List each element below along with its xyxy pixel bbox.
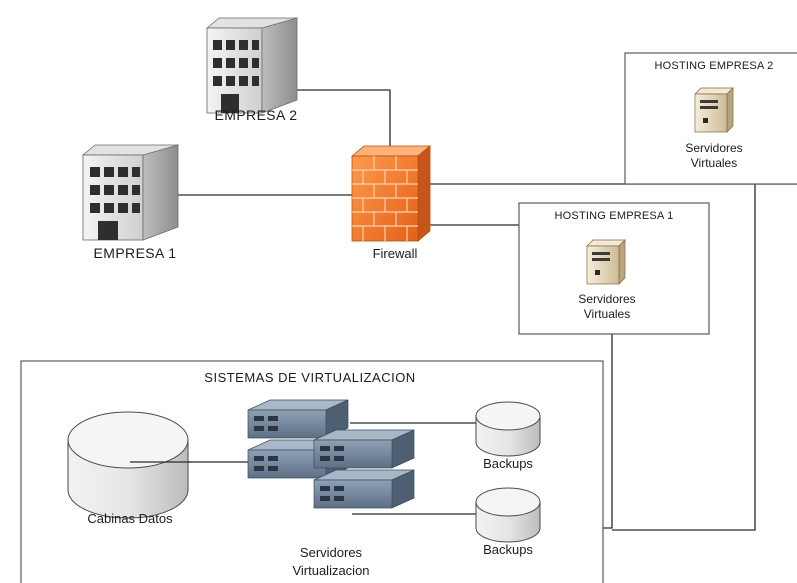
server-tower-icon — [694, 87, 734, 133]
link-empresa2-firewall — [265, 89, 391, 160]
hosting-empresa1-title: HOSTING EMPRESA 1 — [554, 210, 674, 222]
server-rack-icon — [247, 399, 415, 509]
hosting-empresa2-title: HOSTING EMPRESA 2 — [654, 60, 774, 72]
backups-bottom-label: Backups — [483, 542, 533, 557]
building-icon — [205, 17, 299, 114]
empresa2-label: EMPRESA 2 — [214, 107, 298, 123]
link-hosting1-virtualizacion — [603, 334, 613, 529]
cabinas-datos-label: Cabinas Datos — [87, 511, 173, 526]
rack-server-unit — [313, 469, 415, 509]
hosting-empresa1-server-label: Servidores Virtuales — [578, 292, 636, 321]
hosting-empresa2-box — [624, 52, 797, 185]
disk-storage-icon — [67, 411, 189, 519]
link-hosting2-virtualizacion — [612, 184, 756, 531]
backups-top-label: Backups — [483, 456, 533, 471]
building-icon — [81, 144, 180, 241]
hosting-empresa2-server-label: Servidores Virtuales — [685, 141, 743, 170]
sistemas-virtualizacion-title: SISTEMAS DE VIRTUALIZACION — [204, 370, 416, 385]
firewall-icon — [350, 145, 432, 242]
server-tower-icon — [586, 239, 626, 285]
empresa1-label: EMPRESA 1 — [93, 245, 177, 261]
rack-server-unit — [247, 399, 349, 439]
connections — [130, 89, 797, 531]
rack-server-unit — [313, 429, 415, 469]
firewall-label: Firewall — [372, 246, 418, 261]
servidores-virtualizacion-label: Servidores Virtualizacion — [292, 545, 370, 578]
disk-storage-icon — [475, 487, 541, 543]
sistemas-virtualizacion-box — [20, 360, 604, 583]
disk-storage-icon — [475, 401, 541, 457]
